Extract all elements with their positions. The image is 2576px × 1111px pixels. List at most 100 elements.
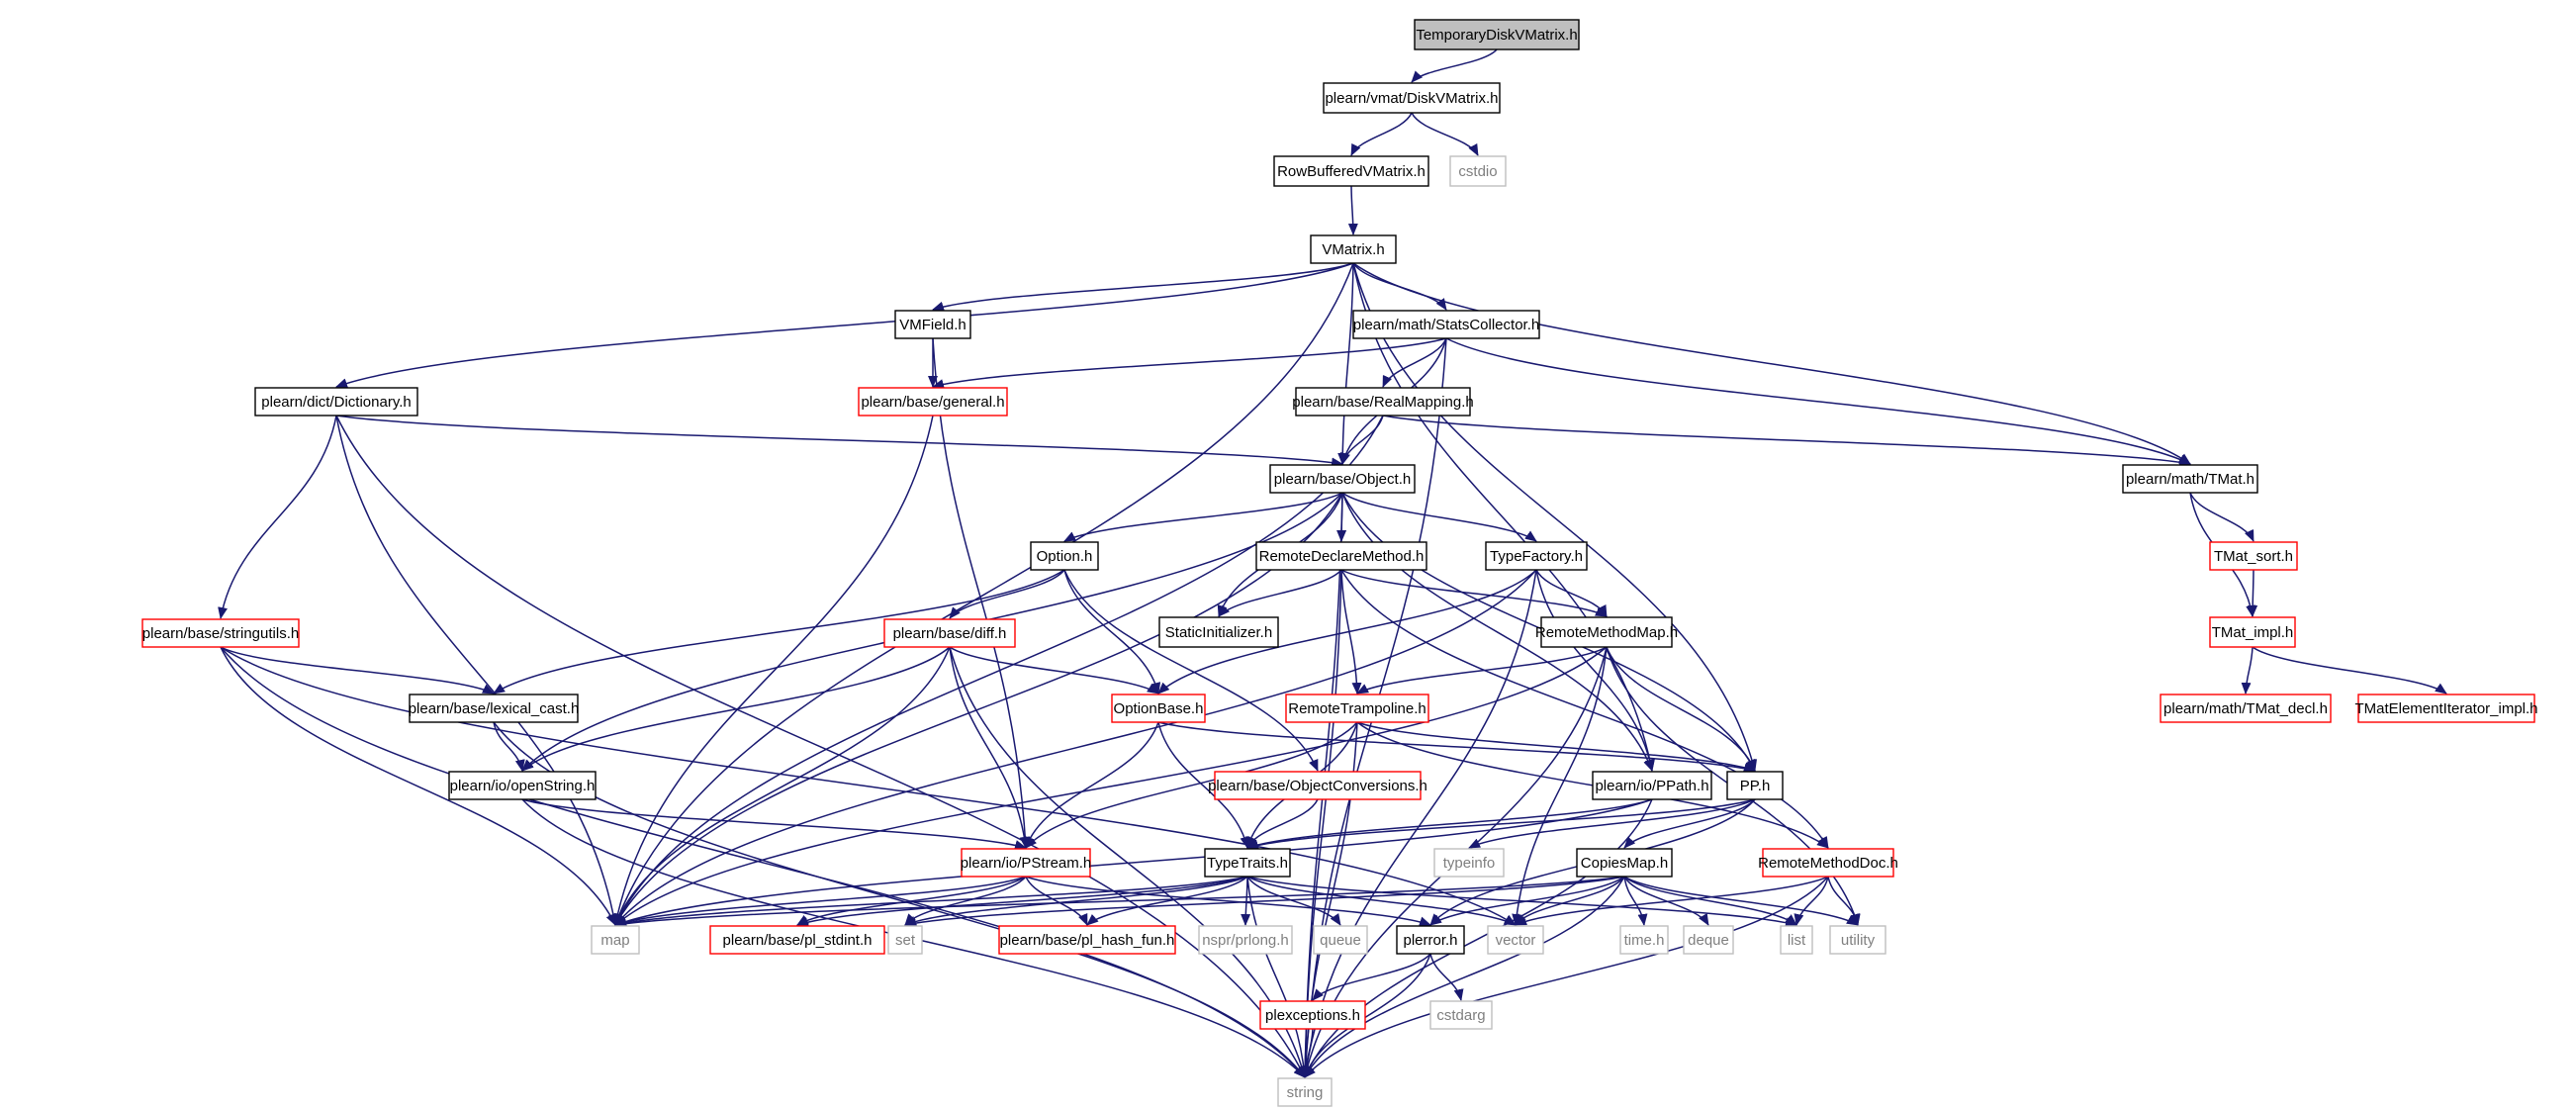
node-label: typeinfo: [1443, 855, 1496, 872]
node-typefactory-h[interactable]: TypeFactory.h: [1485, 541, 1588, 571]
node-realmapping-h[interactable]: plearn/base/RealMapping.h: [1292, 387, 1474, 417]
node-statscollector-h[interactable]: plearn/math/StatsCollector.h: [1352, 310, 1540, 339]
node-label: VMatrix.h: [1322, 241, 1384, 258]
node-object-h[interactable]: plearn/base/Object.h: [1269, 464, 1416, 494]
node-box: [858, 387, 1008, 417]
node-box: [1255, 541, 1427, 571]
node-lexical-cast-h[interactable]: plearn/base/lexical_cast.h: [409, 694, 580, 723]
node-label: plearn/math/TMat.h: [2126, 471, 2254, 488]
node-box: [1449, 155, 1507, 187]
node-objectconversions-h[interactable]: plearn/base/ObjectConversions.h: [1208, 771, 1427, 800]
node-pp-h[interactable]: PP.h: [1726, 771, 1784, 800]
node-time-h: time.h: [1619, 925, 1669, 955]
edge-RemoteMethodMap_h-to-map: [614, 646, 1608, 926]
node-box: [1762, 848, 1894, 878]
edge-RemoteMethodDoc_h-to-list: [1794, 876, 1829, 926]
edge-TypeFactory_h-to-map: [614, 569, 1537, 926]
node-plerror-h[interactable]: plerror.h: [1396, 925, 1465, 955]
node-label: list: [1788, 932, 1806, 949]
node-pl-hash-fun-h[interactable]: plearn/base/pl_hash_fun.h: [998, 925, 1176, 955]
node-label: TMatElementIterator_impl.h: [2354, 700, 2537, 717]
node-label: plearn/base/RealMapping.h: [1292, 394, 1473, 411]
node-diskvmatrix-h[interactable]: plearn/vmat/DiskVMatrix.h: [1323, 82, 1501, 114]
node-box: [1576, 848, 1673, 878]
node-diff-h[interactable]: plearn/base/diff.h: [883, 618, 1016, 648]
node-label: TypeFactory.h: [1490, 548, 1583, 565]
node-box: [2209, 541, 2298, 571]
edge-CopiesMap_h-to-utility: [1623, 876, 1859, 926]
node-box: [894, 310, 971, 339]
node-vmatrix-h[interactable]: VMatrix.h: [1310, 234, 1397, 264]
node-box: [1592, 771, 1712, 800]
node-deque: deque: [1683, 925, 1734, 955]
node-box: [961, 848, 1091, 878]
edge-diff_h-to-PStream_h: [949, 646, 1030, 849]
edge-PStream_h-to-map: [614, 876, 1027, 927]
node-copiesmap-h[interactable]: CopiesMap.h: [1576, 848, 1673, 878]
node-label: plearn/math/TMat_decl.h: [2163, 700, 2328, 717]
node-box: [2122, 464, 2258, 494]
edge-lexical_cast_h-to-openString_h: [493, 721, 525, 772]
node-box: [1540, 616, 1673, 648]
node-box: [1277, 1077, 1333, 1107]
node-cstdarg: cstdarg: [1429, 1000, 1493, 1030]
node-label: plearn/math/StatsCollector.h: [1353, 317, 1539, 333]
edge-plexceptions_h-to-string: [1300, 1028, 1314, 1078]
node-tmat-decl-h[interactable]: plearn/math/TMat_decl.h: [2160, 694, 2332, 723]
node-pstream-h[interactable]: plearn/io/PStream.h: [961, 848, 1092, 878]
node-box: [1285, 694, 1429, 723]
node-label: plearn/io/PStream.h: [961, 855, 1092, 872]
node-box: [1485, 541, 1588, 571]
node-box: [2357, 694, 2535, 723]
node-tmatelementiterator-impl-h[interactable]: TMatElementIterator_impl.h: [2354, 694, 2538, 723]
node-label: RemoteDeclareMethod.h: [1259, 548, 1425, 565]
edge-Dictionary_h-to-map: [335, 415, 618, 926]
edge-VMatrix_h-to-PP_h: [1352, 262, 1758, 772]
node-box: [2209, 616, 2296, 648]
node-option-h[interactable]: Option.h: [1030, 541, 1099, 571]
edge-Object_h-to-TypeFactory_h: [1341, 492, 1537, 542]
node-label: plearn/dict/Dictionary.h: [261, 394, 411, 411]
node-box: [1310, 234, 1397, 264]
edge-DiskVMatrix_h-to-cstdio: [1411, 112, 1479, 156]
node-label: RemoteMethodDoc.h: [1758, 855, 1898, 872]
edge-PStream_h-to-pl_hash_fun_h: [1025, 876, 1088, 926]
node-remotemethoddoc-h[interactable]: RemoteMethodDoc.h: [1758, 848, 1898, 878]
node-label: plerror.h: [1403, 932, 1457, 949]
node-label: nspr/prlong.h: [1202, 932, 1289, 949]
node-remotemethodmap-h[interactable]: RemoteMethodMap.h: [1535, 616, 1678, 648]
node-box: [1726, 771, 1784, 800]
node-general-h[interactable]: plearn/base/general.h: [858, 387, 1008, 417]
edge-TypeTraits_h-to-vector: [1246, 876, 1517, 926]
edge-RemoteMethodMap_h-to-RemoteTrampoline_h: [1356, 646, 1608, 694]
edge-diff_h-to-OptionBase_h: [949, 646, 1159, 694]
edge-plerror_h-to-plexceptions_h: [1312, 953, 1431, 1001]
edge-Dictionary_h-to-string: [335, 415, 1306, 1078]
node-tmat-h[interactable]: plearn/math/TMat.h: [2122, 464, 2258, 494]
node-ppath-h[interactable]: plearn/io/PPath.h: [1592, 771, 1712, 800]
node-openstring-h[interactable]: plearn/io/openString.h: [448, 771, 597, 800]
node-dictionary-h[interactable]: plearn/dict/Dictionary.h: [254, 387, 418, 417]
node-box: [1269, 464, 1416, 494]
edge-RemoteDeclareMethod_h-to-RemoteMethodMap_h: [1340, 569, 1608, 617]
node-typeinfo: typeinfo: [1433, 848, 1505, 878]
node-tmat-sort-h[interactable]: TMat_sort.h: [2209, 541, 2298, 571]
node-stringutils-h[interactable]: plearn/base/stringutils.h: [141, 618, 300, 648]
node-label: plearn/base/Object.h: [1274, 471, 1411, 488]
node-tmat-impl-h[interactable]: TMat_impl.h: [2209, 616, 2296, 648]
edge-RemoteDeclareMethod_h-to-string: [1300, 569, 1342, 1078]
node-staticinitializer-h[interactable]: StaticInitializer.h: [1158, 616, 1279, 648]
edge-VMatrix_h-to-TMat_h: [1352, 262, 2191, 465]
node-box: [448, 771, 597, 800]
node-optionbase-h[interactable]: OptionBase.h: [1111, 694, 1206, 723]
node-rowbufferedvmatrix-h[interactable]: RowBufferedVMatrix.h: [1273, 155, 1429, 187]
edge-PP_h-to-TypeTraits_h: [1246, 798, 1756, 850]
node-pl-stdint-h[interactable]: plearn/base/pl_stdint.h: [709, 925, 885, 955]
node-temporarydiskvmatrix-h[interactable]: TemporaryDiskVMatrix.h: [1414, 19, 1580, 50]
node-remotetrampoline-h[interactable]: RemoteTrampoline.h: [1285, 694, 1429, 723]
node-plexceptions-h[interactable]: plexceptions.h: [1259, 1000, 1366, 1030]
node-remotedeclaremethod-h[interactable]: RemoteDeclareMethod.h: [1255, 541, 1427, 571]
node-vmfield-h[interactable]: VMField.h: [894, 310, 971, 339]
node-typetraits-h[interactable]: TypeTraits.h: [1204, 848, 1291, 878]
edge-VMatrix_h-to-PPath_h: [1352, 262, 1655, 772]
